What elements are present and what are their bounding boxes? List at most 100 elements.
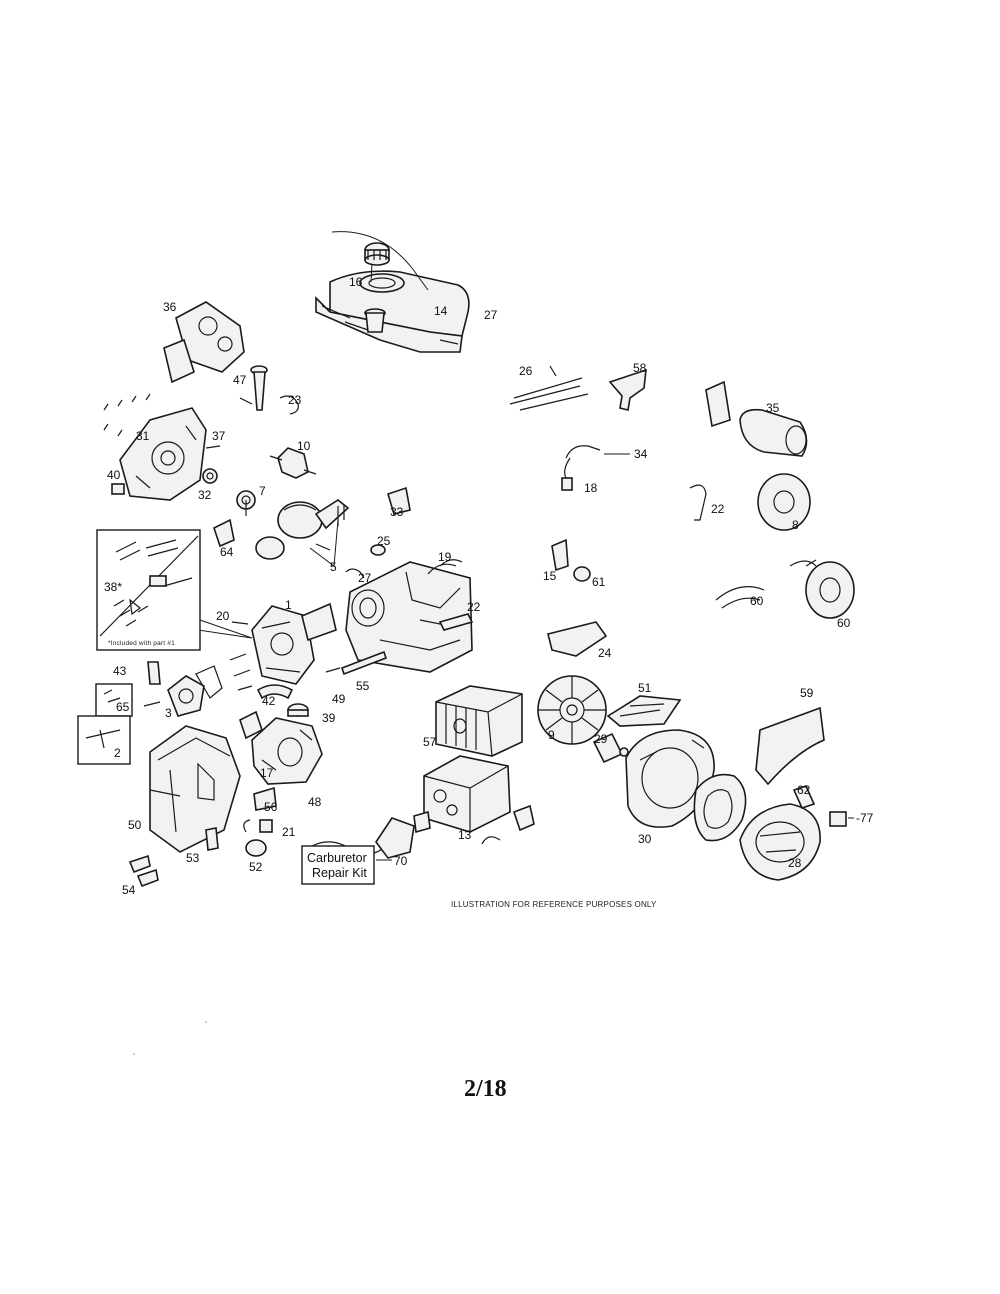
speck [133,1053,135,1055]
label-64: 64 [220,545,234,559]
valve-cover-43 [147,661,161,685]
label-31: 31 [136,429,150,443]
label-77: -77 [856,811,874,825]
bolt-49 [325,667,341,673]
starter-motor [705,380,808,457]
label-16: 16 [349,275,363,289]
reference-note: ILLUSTRATION FOR REFERENCE PURPOSES ONLY [451,900,657,909]
cylinder-head [251,605,315,685]
label-39: 39 [322,711,336,725]
screen-ring [693,773,747,842]
governor [269,447,317,479]
starter-handle [792,785,816,809]
heat-shield [755,706,825,786]
air-guide [606,695,682,727]
carburetor-kit-box [301,845,375,885]
label-54: 54 [122,883,136,897]
label-33: 33 [390,505,404,519]
throttle-bracket [387,486,411,515]
muffler-deflector [512,804,535,832]
label-48: 48 [308,795,322,809]
intake-insulator [167,675,205,717]
label-60a: 60 [750,594,764,608]
label-25: 25 [377,534,391,548]
label-36: 36 [163,300,177,314]
fuel-strainer [364,308,386,333]
part-labels: 16 14 27 36 47 23 26 58 35 31 37 10 34 1… [104,275,874,897]
label-5: 5 [330,560,337,574]
label-53: 53 [186,851,200,865]
lever-15 [551,538,569,572]
flywheel-8 [757,473,811,531]
bracket-48 [375,817,415,859]
label-leaders [370,263,854,861]
label-10: 10 [297,439,311,453]
label-58: 58 [633,361,647,375]
recoil-starter [739,803,821,881]
key-53 [205,827,219,851]
label-52: 52 [249,860,263,874]
label-19: 19 [438,550,452,564]
label-22b: 22 [467,600,481,614]
label-7: 7 [259,484,266,498]
crankcase-gasket [163,301,245,384]
head-bolt [231,621,249,625]
label-38: 38* [104,580,122,594]
alternator-60 [789,559,855,619]
label-14: 14 [434,304,448,318]
tube-26 [509,365,589,411]
label-8: 8 [792,518,799,532]
label-1: 1 [285,598,292,612]
muffler [413,755,511,834]
label-37: 37 [212,429,226,443]
label-35: 35 [766,401,780,415]
label-59: 59 [800,686,814,700]
label-32: 32 [198,488,212,502]
valve-retainer [370,544,386,556]
carburetor [239,710,323,785]
label-18: 18 [584,481,598,495]
blower-housing [149,725,241,853]
label-17: 17 [260,766,274,780]
label-23: 23 [288,393,302,407]
cylinder-shim-22 [438,613,474,631]
bracket-24 [547,621,608,657]
kit-line-2: Repair Kit [312,866,367,880]
label-50: 50 [128,818,142,832]
link-27 [345,568,365,579]
decal-77 [829,811,847,827]
stud-55 [340,650,388,676]
wire-34 [561,445,601,491]
label-21: 21 [282,825,296,839]
label-9: 9 [548,728,555,742]
camshaft-gear [236,490,256,516]
label-60b: 60 [837,616,851,630]
bracket-22 [689,484,707,521]
label-70: 70 [394,854,408,868]
label-15: 15 [543,569,557,583]
oil-seal [202,468,218,484]
inset-note: *Included with part #1 [108,640,175,647]
label-47: 47 [233,373,247,387]
bracket-58 [608,368,647,411]
label-30: 30 [638,832,652,846]
inset-2 [77,715,131,765]
muffler-guard [435,685,523,757]
head-gasket [301,602,337,642]
rocker-part [213,518,235,548]
flywheel [537,675,607,745]
label-43: 43 [113,664,127,678]
fuel-cap [364,242,390,266]
label-27b: 27 [358,571,372,585]
label-26: 26 [519,364,533,378]
wire-60 [715,586,765,609]
label-49: 49 [332,692,346,706]
label-20: 20 [216,609,230,623]
nut-61 [573,566,591,582]
clip-56 [253,786,277,811]
label-22: 22 [711,502,725,516]
label-13: 13 [458,828,472,842]
gasket-outline [195,665,223,699]
primer-bulb [243,819,267,857]
